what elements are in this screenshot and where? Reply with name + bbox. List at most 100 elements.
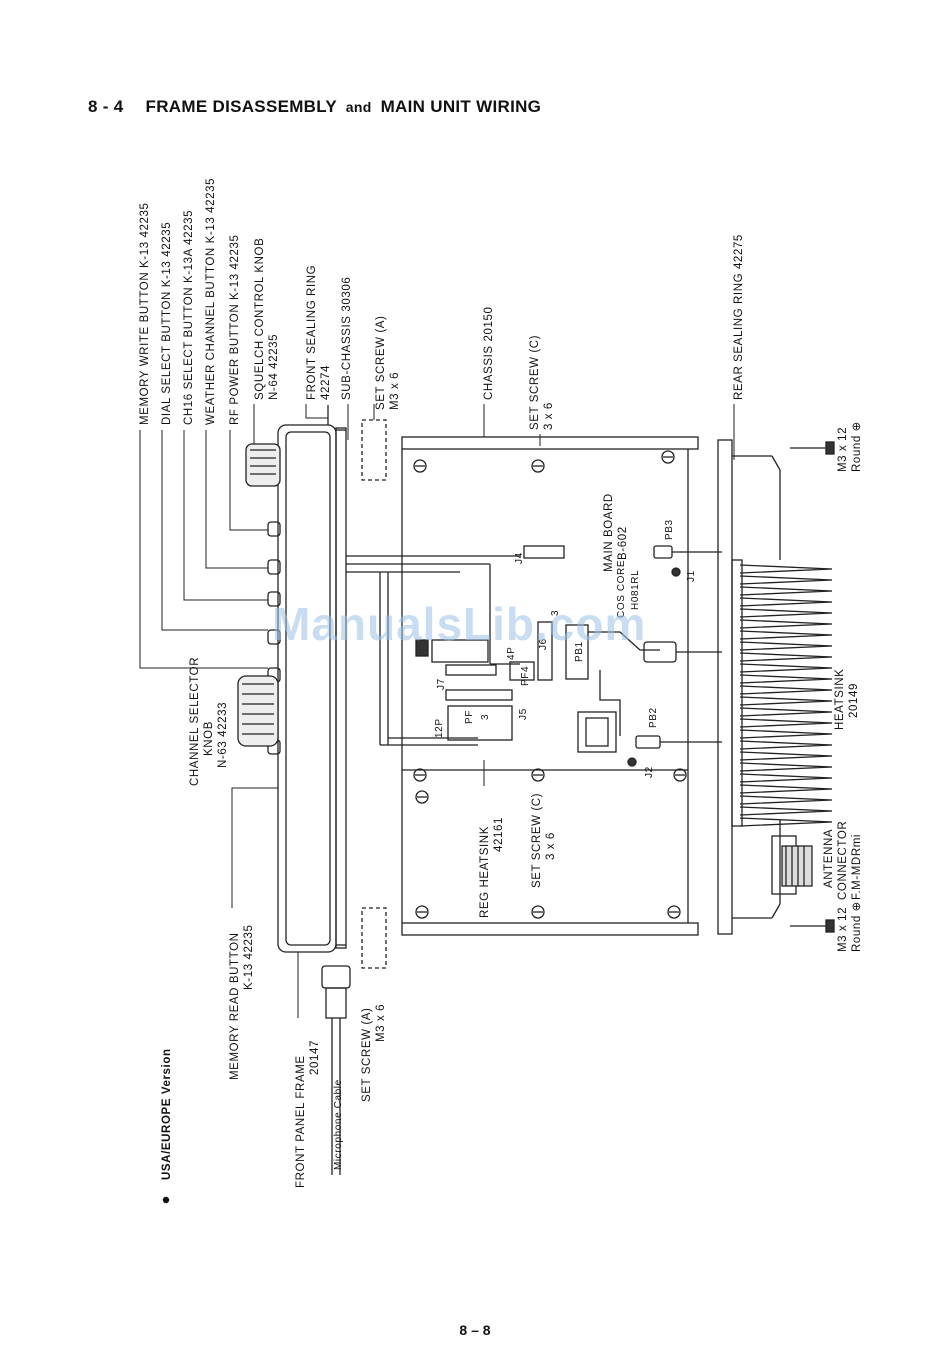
callout-set-screw-c-bottom-1: SET SCREW (C) xyxy=(531,793,543,888)
callout-front-panel-2: 20147 xyxy=(309,1040,321,1075)
heatsink-fin xyxy=(739,597,833,607)
callout-squelch-1: SQUELCH CONTROL KNOB xyxy=(254,238,266,400)
bullet-icon xyxy=(162,1196,170,1204)
callout-channel-selector-3: N-63 42233 xyxy=(217,702,229,768)
label-pb3: PB3 xyxy=(664,519,675,540)
label-core-part: H081RL xyxy=(630,570,641,610)
label-three: 3 xyxy=(550,610,561,616)
label-pf-num: 3 xyxy=(480,714,491,720)
callout-set-screw-a-top-1: SET SCREW (A) xyxy=(375,316,387,410)
callout-squelch-2: N-64 42235 xyxy=(268,334,280,400)
callout-weather-channel: WEATHER CHANNEL BUTTON K-13 42235 xyxy=(205,178,217,425)
callout-ch16-select: CH16 SELECT BUTTON K-13A 42235 xyxy=(183,210,195,425)
callout-reg-heatsink-1: REG HEATSINK xyxy=(479,826,491,918)
callout-memory-read-2: K-13 42235 xyxy=(243,925,255,990)
label-j2: J2 xyxy=(644,766,655,778)
heatsink-fin xyxy=(739,575,833,585)
heatsink-fin xyxy=(739,729,833,739)
channel-selector-knob xyxy=(237,675,279,747)
callout-heatsink-1: HEATSINK xyxy=(834,669,846,730)
heatsink-fin xyxy=(739,795,833,805)
front-buttons xyxy=(267,521,281,755)
heatsink-fin xyxy=(739,707,833,717)
section-number: 8 - 4 xyxy=(88,97,124,116)
watermark: ManualsLib.com xyxy=(272,598,646,650)
heatsink-fins xyxy=(731,559,833,827)
callout-rear-sealing: REAR SEALING RING 42275 xyxy=(733,234,745,400)
set-screw-a-markers xyxy=(361,419,387,969)
heatsink-fin xyxy=(739,630,833,640)
heatsink-fin xyxy=(739,784,833,794)
front-wiring xyxy=(346,555,520,746)
chassis xyxy=(401,436,699,936)
callout-front-sealing-1: FRONT SEALING RING xyxy=(306,265,318,400)
callout-main-board-1: MAIN BOARD xyxy=(603,493,615,572)
heatsink-fin xyxy=(739,608,833,618)
label-j1: J1 xyxy=(686,570,697,582)
heatsink-fin xyxy=(739,652,833,662)
callout-antenna-3: F.M-MDRmi xyxy=(851,834,863,900)
callout-channel-selector-1: CHANNEL SELECTOR xyxy=(189,657,201,786)
antenna-connector xyxy=(771,835,813,895)
callout-memory-write: MEMORY WRITE BUTTON K-13 42235 xyxy=(139,202,151,425)
section-title-part2: MAIN UNIT WIRING xyxy=(380,97,542,116)
callout-dial-select: DIAL SELECT BUTTON K-13 42235 xyxy=(161,222,173,425)
label-pf: PF xyxy=(464,710,475,724)
heatsink-fin xyxy=(739,751,833,761)
callout-screw-top-2: Round ⊕ xyxy=(851,421,863,472)
callout-heatsink-2: 20149 xyxy=(848,683,860,718)
callout-reg-heatsink-2: 42161 xyxy=(493,817,505,852)
callout-antenna-2: CONNECTOR xyxy=(837,821,849,900)
label-pb2: PB2 xyxy=(648,707,659,728)
label-j4: J4 xyxy=(514,552,525,564)
heatsink-fin xyxy=(739,740,833,750)
callout-set-screw-a-top-2: M3 x 6 xyxy=(389,372,401,410)
callout-front-sealing-2: 42274 xyxy=(320,365,332,400)
heatsink-base xyxy=(731,559,743,827)
callout-set-screw-c-top-1: SET SCREW (C) xyxy=(529,335,541,430)
label-pb1: PB1 xyxy=(574,641,585,662)
label-cos-core: COS CORE xyxy=(616,560,627,618)
callout-screw-bottom-2: Round ⊕ xyxy=(851,901,863,952)
leader-lines xyxy=(139,404,735,1018)
heatsink-fin xyxy=(739,773,833,783)
section-title-and: and xyxy=(345,99,372,115)
heatsink-fin xyxy=(739,619,833,629)
callout-chassis: CHASSIS 20150 xyxy=(483,307,495,400)
callout-memory-read-1: MEMORY READ BUTTON xyxy=(229,932,241,1080)
label-12p: 12P xyxy=(434,718,445,738)
board-connectors xyxy=(415,545,617,753)
section-title-part1: FRAME DISASSEMBLY xyxy=(145,97,337,116)
squelch-knob xyxy=(245,443,281,487)
callout-set-screw-a-bottom-1: SET SCREW (A) xyxy=(361,1008,373,1102)
callout-screw-bottom-1: M3 x 12 xyxy=(837,907,849,952)
callout-rf-power: RF POWER BUTTON K-13 42235 xyxy=(229,235,241,426)
callout-set-screw-c-bottom-2: 3 x 6 xyxy=(545,832,557,860)
heatsink-fin xyxy=(739,641,833,651)
callout-screw-top-1: M3 x 12 xyxy=(837,427,849,472)
heatsink-fin xyxy=(739,806,833,816)
label-j5: J5 xyxy=(518,708,529,720)
callout-set-screw-c-top-2: 3 x 6 xyxy=(543,402,555,430)
heatsink-fin xyxy=(739,586,833,596)
mounting-screws xyxy=(413,450,687,919)
heatsink-fin xyxy=(739,718,833,728)
callout-channel-selector-2: KNOB xyxy=(203,721,215,756)
callout-sub-chassis: SUB-CHASSIS 30306 xyxy=(341,277,353,400)
label-4p: 4P xyxy=(506,647,517,660)
callout-antenna-1: ANTENNA xyxy=(823,829,835,888)
heatsink-fin xyxy=(739,663,833,673)
label-j7: J7 xyxy=(436,678,447,690)
heatsink-fin xyxy=(739,564,833,574)
coax-lines xyxy=(588,545,722,749)
front-panel-frame xyxy=(277,405,347,953)
callout-set-screw-a-bottom-2: M3 x 6 xyxy=(375,1004,387,1042)
rear-screws xyxy=(790,441,835,933)
heatsink-fin xyxy=(739,762,833,772)
heatsink-fin xyxy=(739,817,833,827)
section-heading: 8 - 4 FRAME DISASSEMBLY and MAIN UNIT WIR… xyxy=(88,97,541,117)
version-label: USA/EUROPE Version xyxy=(161,1048,173,1180)
microphone-cable xyxy=(321,965,351,1175)
